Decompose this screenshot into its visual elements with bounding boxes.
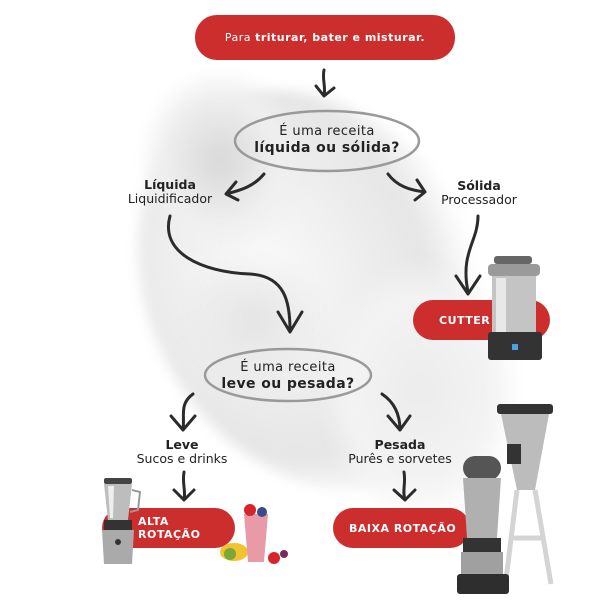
question1-ellipse <box>233 109 421 173</box>
light-subtitle: Sucos e drinks <box>136 451 228 466</box>
light-title: Leve <box>165 437 199 452</box>
liquid-subtitle: Liquidificador <box>127 191 213 206</box>
question1: É uma receita líquida ou sólida? <box>232 124 422 156</box>
heavy-label: Pesada Purês e sorvetes <box>330 438 470 466</box>
smoothie-fruits-image <box>220 504 288 564</box>
arrow-down-icon <box>169 392 197 432</box>
question1-line2: líquida ou sólida? <box>254 140 400 156</box>
question2: É uma receita leve ou pesada? <box>202 360 374 392</box>
question2-line1: É uma receita <box>240 360 336 375</box>
arrow-down-icon <box>454 214 482 296</box>
question1-line1: É uma receita <box>279 124 375 139</box>
liquid-label: Líquida Liquidificador <box>100 178 240 206</box>
question2-ellipse <box>203 347 373 403</box>
question2-line2: leve ou pesada? <box>221 376 355 392</box>
arrow-right-icon <box>386 172 427 202</box>
low-speed-label: BAIXA ROTAÇÃO <box>349 521 457 535</box>
heavy-title: Pesada <box>374 437 426 452</box>
arrow-down-icon <box>314 68 336 98</box>
food-processor-image <box>488 256 542 360</box>
arrow-down-icon <box>380 392 412 432</box>
solid-title: Sólida <box>457 178 501 193</box>
header-banner: Para triturar, bater e misturar. <box>195 15 455 60</box>
arrow-down-icon <box>172 470 196 502</box>
arrow-curve-down-icon <box>167 214 304 334</box>
low-speed-button[interactable]: BAIXA ROTAÇÃO <box>333 508 470 548</box>
light-label: Leve Sucos e drinks <box>112 438 252 466</box>
header-prefix: Para <box>224 31 252 44</box>
blender-image <box>102 478 142 564</box>
solid-subtitle: Processador <box>441 192 517 207</box>
solid-label: Sólida Processador <box>409 179 549 207</box>
cutter-label: CUTTER <box>439 313 491 327</box>
arrow-left-icon <box>224 172 266 202</box>
industrial-blenders-image <box>457 404 554 594</box>
high-speed-label: ALTA ROTAÇÃO <box>138 515 201 541</box>
arrow-down-icon <box>392 470 417 502</box>
heavy-subtitle: Purês e sorvetes <box>348 451 452 466</box>
header-emphasis: triturar, bater e misturar. <box>255 31 426 44</box>
liquid-title: Líquida <box>144 177 196 192</box>
